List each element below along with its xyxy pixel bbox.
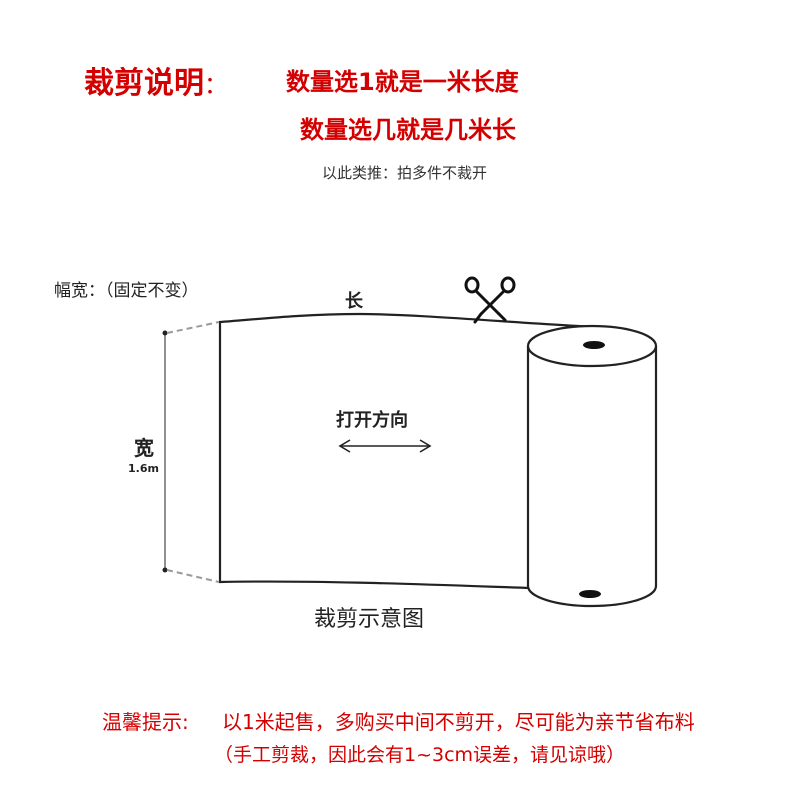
instructions-title: 裁剪说明： — [84, 58, 228, 102]
width-bottom-dot — [162, 567, 168, 573]
direction-label: 打开方向 — [336, 409, 408, 431]
scissors-icon — [464, 276, 516, 324]
width-value: 1.6m — [128, 462, 159, 475]
tip-label: 温馨提示: — [102, 710, 189, 734]
roll-bottom-hole — [579, 590, 601, 598]
direction-arrow — [338, 439, 432, 453]
length-label: 长 — [345, 291, 364, 312]
fabric-sheet-outline — [218, 312, 601, 590]
roll-top-hole — [583, 341, 605, 349]
diagram-caption: 裁剪示意图 — [314, 607, 424, 632]
tip-text: 以1米起售，多购买中间不剪开，尽可能为亲节省布料 — [222, 710, 695, 734]
rule-line-2: 数量选几就是几米长 — [300, 116, 516, 144]
width-dash-bottom — [166, 569, 220, 583]
width-label: 宽 — [134, 436, 154, 460]
width-fixed-note: 幅宽：（固定不变） — [54, 281, 199, 301]
width-top-dot — [162, 330, 168, 336]
title-colon: ： — [204, 71, 228, 99]
instructions-title-text: 裁剪说明 — [84, 66, 204, 101]
tip-note: （手工剪裁，因此会有1~3cm误差，请见谅哦） — [214, 744, 626, 766]
rule-line-3: 以此类推：拍多件不裁开 — [322, 164, 488, 182]
rule-line-1: 数量选1就是一米长度 — [286, 68, 519, 96]
width-dash-top — [166, 321, 220, 334]
fabric-roll-body — [526, 346, 658, 586]
